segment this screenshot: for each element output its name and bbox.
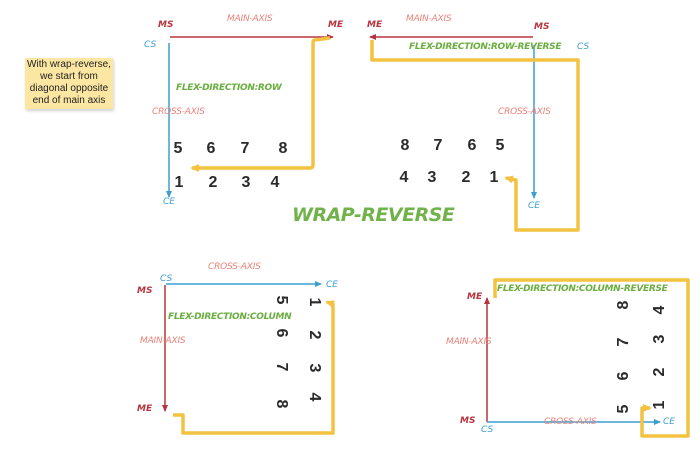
- flex-item-2: 2: [208, 174, 218, 191]
- flex-item-8: 8: [278, 140, 288, 157]
- flex-item-6: 6: [615, 371, 632, 381]
- direction-label: FLEX-DIRECTION:ROW-REVERSE: [409, 42, 562, 52]
- main-axis-label: MAIN-AXIS: [227, 14, 273, 24]
- main-axis-label: MAIN-AXIS: [140, 336, 186, 346]
- flex-item-8: 8: [273, 399, 290, 409]
- flow-path: [190, 36, 331, 172]
- flex-item-5: 5: [273, 295, 290, 305]
- flow-path: [173, 300, 335, 435]
- main-end-label: ME: [328, 20, 344, 30]
- main-start-label: MS: [460, 416, 476, 426]
- direction-label: FLEX-DIRECTION:COLUMN-REVERSE: [497, 284, 668, 294]
- flex-item-5: 5: [173, 140, 183, 157]
- cross-start-label: CS: [481, 425, 494, 435]
- flow-path: [493, 278, 690, 438]
- main-axis-label: MAIN-AXIS: [446, 337, 492, 347]
- sticky-note: With wrap-reverse, we start from diagona…: [25, 58, 113, 109]
- cross-end-label: CE: [326, 280, 338, 290]
- flex-item-7: 7: [240, 140, 250, 157]
- flex-item-4: 4: [651, 305, 668, 315]
- cross-start-label: CS: [577, 42, 590, 52]
- flow-path: [370, 40, 580, 232]
- flex-item-5: 5: [615, 404, 632, 414]
- flex-item-2: 2: [461, 169, 471, 186]
- cross-end-label: CE: [528, 201, 540, 211]
- cross-axis-label: CROSS-AXIS: [544, 417, 597, 427]
- cross-end-label: CE: [663, 417, 675, 427]
- flex-item-3: 3: [427, 169, 437, 186]
- flex-item-7: 7: [615, 337, 632, 347]
- flex-item-7: 7: [273, 362, 290, 372]
- flex-item-1: 1: [489, 169, 499, 186]
- flex-item-4: 4: [270, 174, 280, 191]
- flex-item-3: 3: [241, 174, 251, 191]
- flex-item-8: 8: [400, 137, 410, 154]
- main-axis-label: MAIN-AXIS: [406, 14, 452, 24]
- cross-axis-label: CROSS-AXIS: [208, 262, 261, 272]
- main-start-label: MS: [534, 22, 550, 32]
- cross-end-label: CE: [163, 197, 175, 207]
- flex-item-3: 3: [306, 363, 323, 373]
- flex-item-3: 3: [651, 334, 668, 344]
- flex-item-6: 6: [467, 137, 477, 154]
- main-end-label: ME: [367, 20, 383, 30]
- flex-item-7: 7: [433, 137, 443, 154]
- main-start-label: MS: [158, 20, 174, 30]
- main-start-label: MS: [137, 286, 153, 296]
- cross-start-label: CS: [144, 40, 157, 50]
- flex-item-1: 1: [651, 400, 668, 410]
- cross-axis-label: CROSS-AXIS: [152, 107, 205, 117]
- flex-item-8: 8: [615, 300, 632, 310]
- cross-axis-label: CROSS-AXIS: [498, 107, 551, 117]
- flex-item-4: 4: [306, 392, 323, 402]
- flex-item-2: 2: [306, 330, 323, 340]
- flex-item-1: 1: [306, 297, 323, 307]
- direction-label: FLEX-DIRECTION:ROW: [176, 83, 282, 93]
- flex-item-6: 6: [206, 140, 216, 157]
- flex-item-6: 6: [273, 328, 290, 338]
- direction-label: FLEX-DIRECTION:COLUMN: [168, 312, 292, 322]
- flex-item-2: 2: [651, 367, 668, 377]
- flex-item-5: 5: [495, 137, 505, 154]
- main-end-label: ME: [137, 404, 153, 414]
- diagram-title: WRAP-REVERSE: [292, 204, 455, 226]
- cross-start-label: CS: [160, 274, 173, 284]
- main-end-label: ME: [467, 292, 483, 302]
- flex-item-4: 4: [399, 169, 409, 186]
- flex-item-1: 1: [174, 174, 184, 191]
